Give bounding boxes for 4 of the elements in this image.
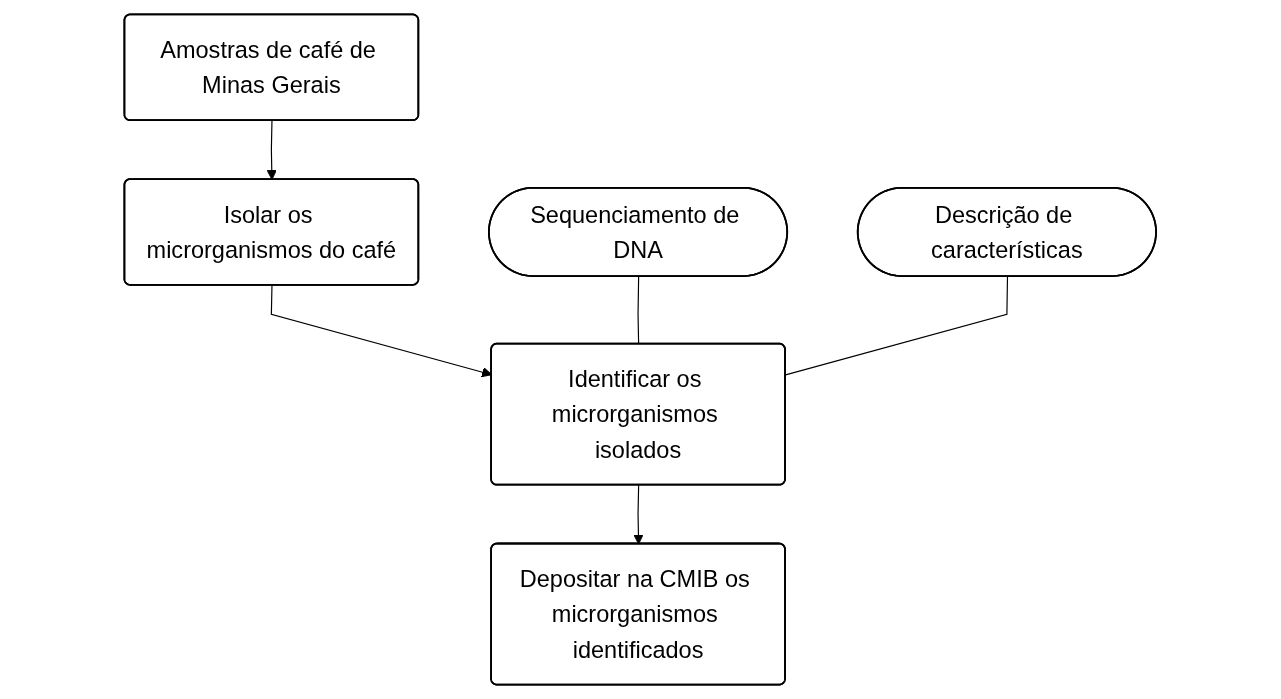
connector bbox=[785, 276, 1009, 376]
connector bbox=[637, 276, 640, 345]
arrow bbox=[266, 120, 278, 181]
arrow bbox=[633, 484, 644, 545]
